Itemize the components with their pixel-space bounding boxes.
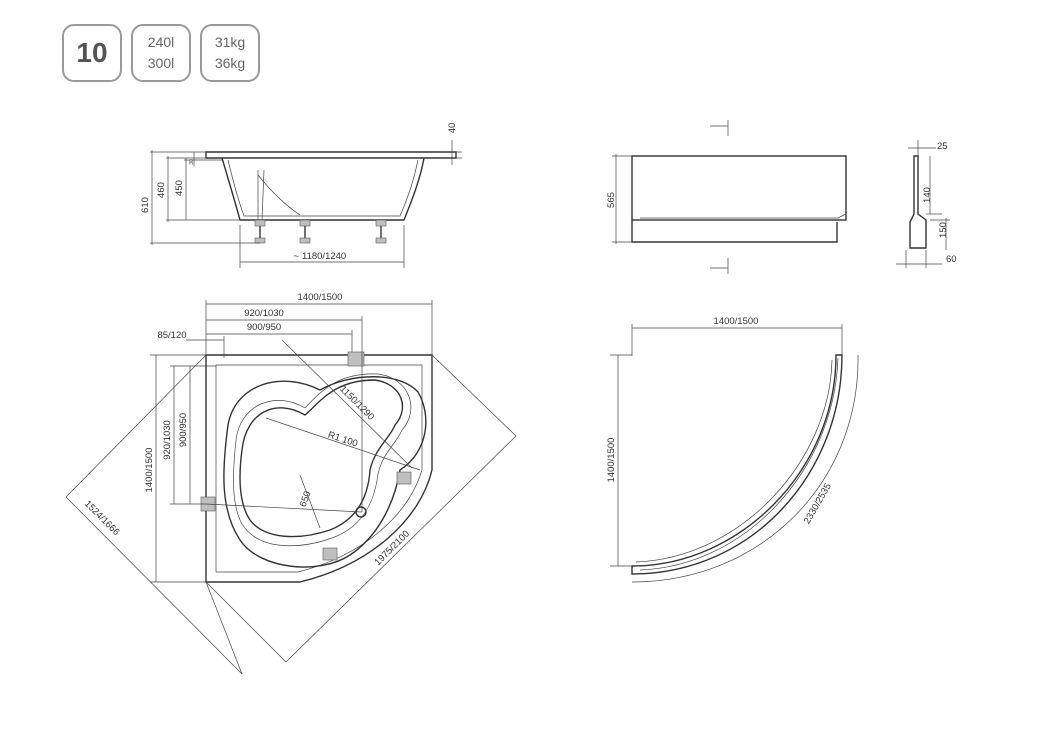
tub-side-view: 610 460 450 30 40 ~ 1180/1240 — [140, 123, 462, 268]
panel-profile-view: 25 140 150 60 — [896, 140, 957, 268]
overflow-fitting — [347, 351, 365, 367]
dim-rim-height: 40 — [447, 123, 458, 134]
dim-height-920: 920/1030 — [162, 420, 173, 460]
dim-small-offset: 30 — [189, 159, 195, 165]
model-number: 10 — [76, 37, 108, 68]
dim-panel-width: 1400/1500 — [714, 316, 759, 327]
dim-outer-900: 900/950 — [247, 322, 281, 333]
dim-leg-span-prefix: ~ — [293, 251, 299, 262]
dim-leg-span: 1180/1240 — [302, 251, 346, 262]
dim-diag-outer-left: 1524/1666 — [82, 498, 122, 538]
dim-height-900: 900/950 — [178, 413, 189, 447]
handle-fitting — [322, 547, 338, 561]
volume-badge: 240l 300l — [131, 24, 191, 82]
dim-outer-920: 920/1030 — [244, 308, 284, 319]
dim-width-top: 1400/1500 — [298, 292, 343, 303]
dim-basin-depth: 650 — [298, 490, 314, 509]
dim-radius: R1 100 — [327, 430, 360, 450]
dim-profile-top: 25 — [937, 141, 948, 152]
tub-top-view: 1400/1500 920/1030 900/950 85/120 1400/1… — [65, 292, 517, 675]
dim-panel-height-side: 1400/1500 — [606, 438, 617, 483]
volume-small: 240l — [147, 34, 175, 50]
model-number-badge: 10 — [62, 24, 122, 82]
weight-large: 36kg — [214, 55, 246, 71]
dim-height-left: 1400/1500 — [144, 448, 155, 493]
dim-depth-450: 450 — [174, 180, 185, 196]
dim-profile-60: 60 — [946, 254, 957, 265]
faucet-fitting — [396, 471, 412, 485]
volume-large: 300l — [147, 55, 175, 71]
panel-top-view: 1400/1500 1400/1500 2330/2535 — [606, 316, 859, 583]
dim-total-height: 610 — [140, 197, 151, 213]
dim-depth-460: 460 — [156, 182, 167, 198]
front-panel-view: 565 — [606, 120, 847, 274]
dim-profile-140: 140 — [922, 187, 933, 203]
dim-drain-offset: 85/120 — [157, 330, 186, 341]
dim-panel-height: 565 — [606, 192, 617, 208]
weight-small: 31kg — [214, 34, 246, 50]
dim-profile-150: 150 — [938, 222, 949, 238]
weight-badge: 31kg 36kg — [200, 24, 260, 82]
tub-feet — [254, 219, 387, 244]
dim-diagonal-inner: 1150/1290 — [337, 384, 376, 423]
